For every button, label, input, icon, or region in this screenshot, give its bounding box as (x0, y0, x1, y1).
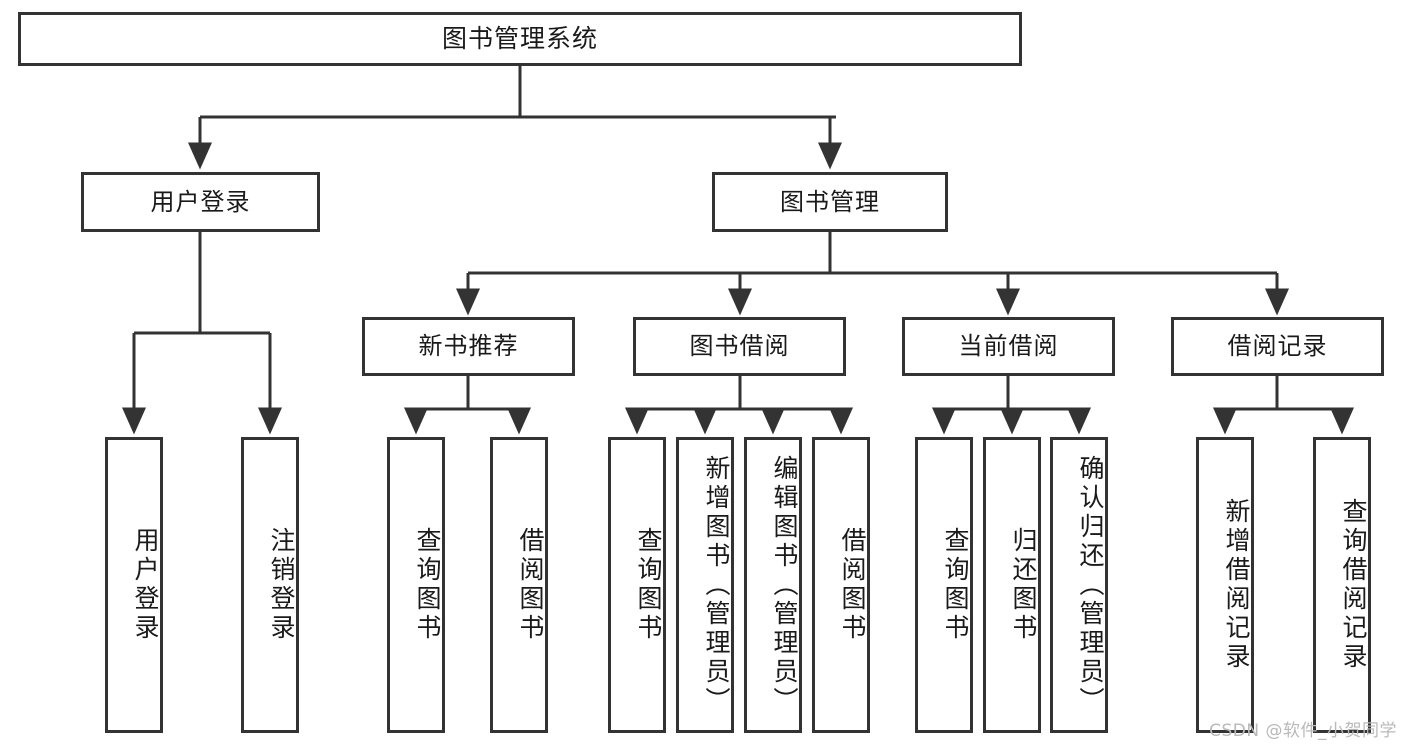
node-label: 编辑图书（管理员） (770, 454, 799, 716)
node-label: 查询图书 (941, 527, 970, 643)
leaf-borrow-add-book-admin[interactable]: 新增图书（管理员） (676, 437, 734, 733)
node-label: 新增借阅记录 (1222, 498, 1251, 672)
node-label: 用户登录 (131, 527, 160, 643)
node-label: 当前借阅 (958, 332, 1059, 361)
leaf-borrow-edit-book-admin[interactable]: 编辑图书（管理员） (744, 437, 802, 733)
node-label: 查询借阅记录 (1339, 498, 1368, 672)
node-label: 图书管理系统 (441, 24, 598, 54)
leaf-record-add-record[interactable]: 新增借阅记录 (1196, 437, 1254, 733)
leaf-current-confirm-return-admin[interactable]: 确认归还（管理员） (1050, 437, 1108, 733)
node-new-book-recommend[interactable]: 新书推荐 (362, 317, 575, 376)
node-book-borrow[interactable]: 图书借阅 (633, 317, 846, 376)
node-label: 新书推荐 (418, 332, 519, 361)
node-label: 查询图书 (413, 527, 442, 643)
leaf-borrow-query-book[interactable]: 查询图书 (608, 437, 666, 733)
node-label: 借阅记录 (1227, 332, 1328, 361)
node-borrow-record[interactable]: 借阅记录 (1171, 317, 1384, 376)
node-label: 确认归还（管理员） (1076, 454, 1105, 716)
leaf-current-return-book[interactable]: 归还图书 (983, 437, 1041, 733)
leaf-borrow-borrow-book[interactable]: 借阅图书 (812, 437, 870, 733)
node-book-management[interactable]: 图书管理 (712, 172, 948, 232)
node-label: 用户登录 (150, 187, 251, 216)
node-label: 借阅图书 (516, 527, 545, 643)
leaf-newbook-query-book[interactable]: 查询图书 (387, 437, 445, 733)
leaf-current-query-book[interactable]: 查询图书 (915, 437, 973, 733)
leaf-user-logout[interactable]: 注销登录 (241, 437, 299, 733)
node-label: 借阅图书 (838, 527, 867, 643)
node-user-login[interactable]: 用户登录 (81, 172, 320, 232)
node-label: 查询图书 (634, 527, 663, 643)
node-root-system[interactable]: 图书管理系统 (18, 12, 1022, 66)
node-label: 图书管理 (780, 187, 880, 216)
leaf-record-query-record[interactable]: 查询借阅记录 (1313, 437, 1371, 733)
node-current-borrow[interactable]: 当前借阅 (902, 317, 1115, 376)
node-label: 图书借阅 (689, 332, 790, 361)
leaf-newbook-borrow-book[interactable]: 借阅图书 (490, 437, 548, 733)
node-label: 新增图书（管理员） (702, 454, 731, 716)
leaf-user-login[interactable]: 用户登录 (105, 437, 163, 733)
node-label: 注销登录 (267, 527, 296, 643)
watermark-label: CSDN @软件_小贺同学 (1209, 721, 1397, 741)
node-label: 归还图书 (1009, 527, 1038, 643)
